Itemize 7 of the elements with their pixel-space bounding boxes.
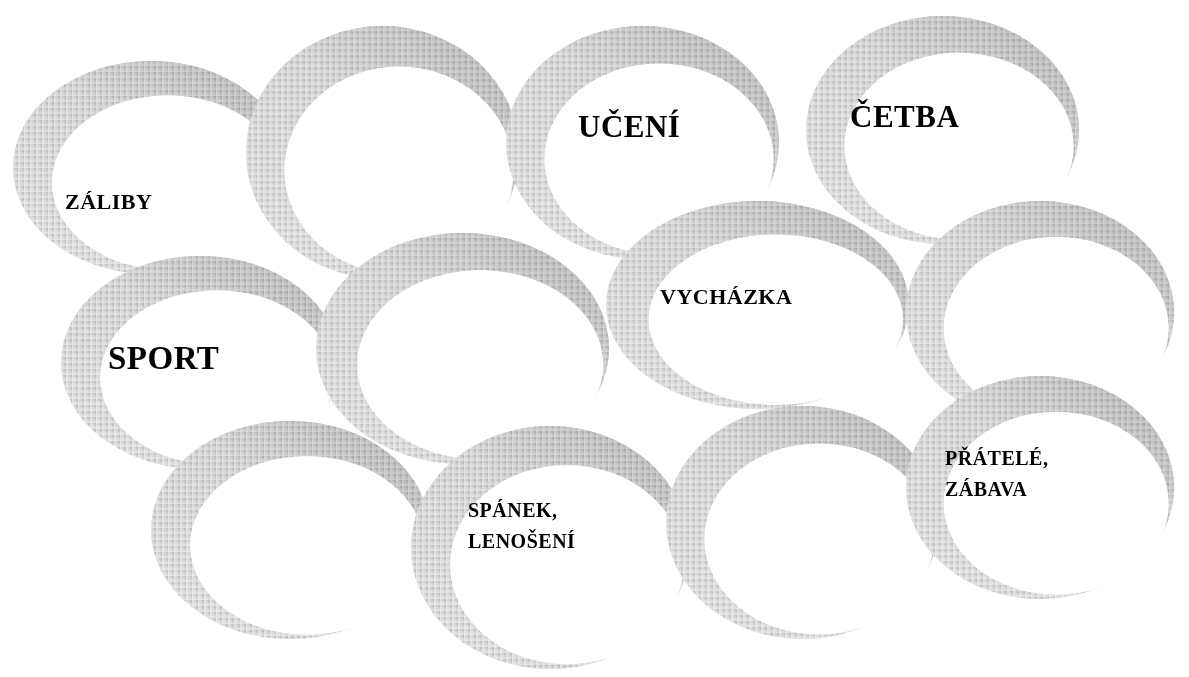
ring-label: PŘÁTELÉ, ZÁBAVA <box>945 445 1050 502</box>
ring-label: SPORT <box>108 339 221 378</box>
ring-label: ČETBA <box>850 98 961 136</box>
ring-label: SPÁNEK, LENOŠENÍ <box>468 498 577 554</box>
ring-label: UČENÍ <box>578 108 682 146</box>
ring-label: VYCHÁZKA <box>660 283 794 311</box>
ring-label: ZÁLIBY <box>65 188 154 216</box>
